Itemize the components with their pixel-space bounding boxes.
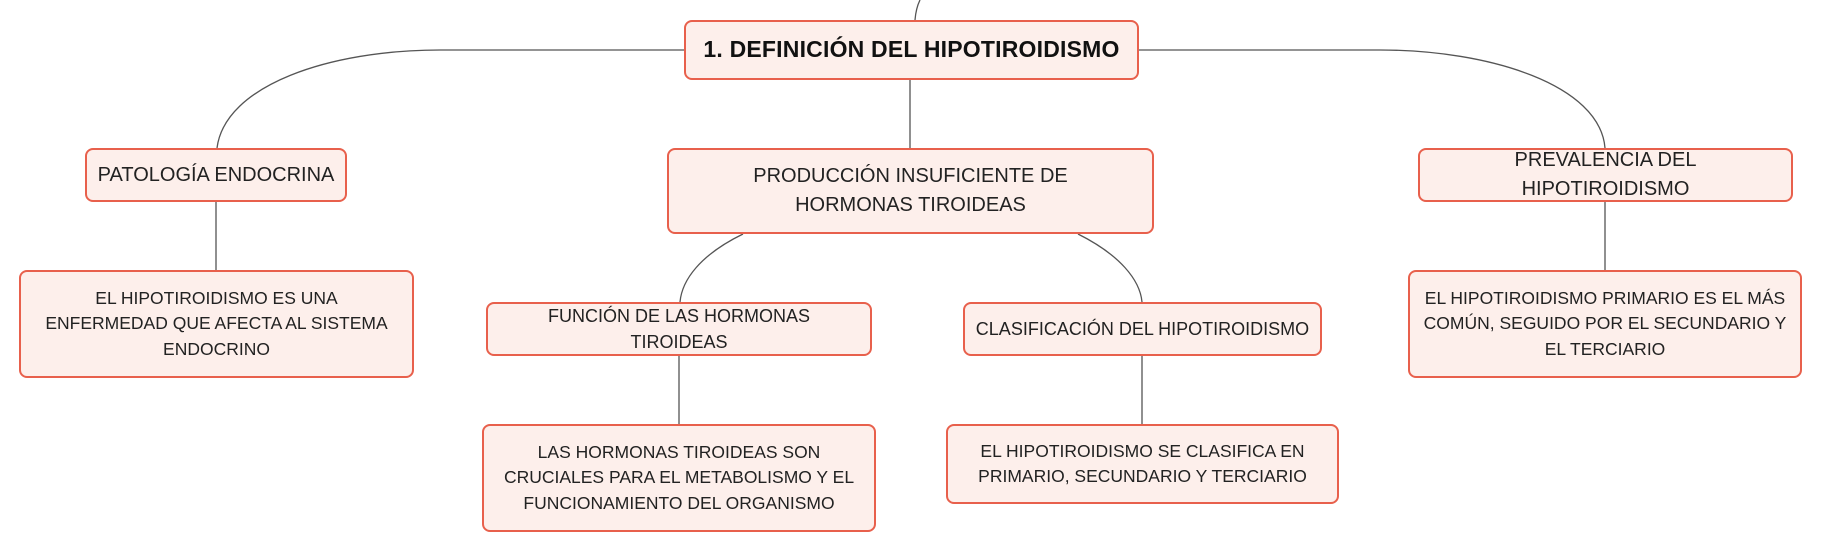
topic-clasificacion[interactable]: CLASIFICACIÓN DEL HIPOTIROIDISMO: [963, 302, 1322, 356]
topic-label: PRODUCCIÓN INSUFICIENTE DE HORMONAS TIRO…: [753, 165, 1068, 216]
detail-enfermedad-endocrina[interactable]: EL HIPOTIROIDISMO ES UNA ENFERMEDAD QUE …: [19, 270, 414, 378]
topic-label: CLASIFICACIÓN DEL HIPOTIROIDISMO: [975, 318, 1310, 339]
root-topic[interactable]: 1. DEFINICIÓN DEL HIPOTIROIDISMO: [684, 20, 1139, 80]
detail-label: LAS HORMONAS TIROIDEAS SON CRUCIALES PAR…: [503, 441, 855, 513]
topic-label: FUNCIÓN DE LAS HORMONAS TIROIDEAS: [547, 305, 811, 352]
detail-label: EL HIPOTIROIDISMO PRIMARIO ES EL MÁS COM…: [1423, 287, 1787, 359]
topic-prevalencia[interactable]: PREVALENCIA DEL HIPOTIROIDISMO: [1418, 148, 1793, 202]
topic-funcion-hormonas[interactable]: FUNCIÓN DE LAS HORMONAS TIROIDEAS: [486, 302, 872, 356]
detail-label: EL HIPOTIROIDISMO SE CLASIFICA EN PRIMAR…: [978, 440, 1307, 486]
topic-label: PREVALENCIA DEL HIPOTIROIDISMO: [1514, 149, 1697, 200]
detail-prevalencia[interactable]: EL HIPOTIROIDISMO PRIMARIO ES EL MÁS COM…: [1408, 270, 1802, 378]
connector-root-left: [216, 49, 685, 149]
connector-center-subleft: [679, 233, 744, 303]
topic-patologia-endocrina[interactable]: PATOLOGÍA ENDOCRINA: [85, 148, 347, 202]
topic-produccion-insuficiente[interactable]: PRODUCCIÓN INSUFICIENTE DE HORMONAS TIRO…: [667, 148, 1154, 234]
detail-hormonas-cruciales[interactable]: LAS HORMONAS TIROIDEAS SON CRUCIALES PAR…: [482, 424, 876, 532]
connector-root-parent: [914, 0, 921, 21]
topic-label: PATOLOGÍA ENDOCRINA: [97, 163, 335, 186]
detail-label: EL HIPOTIROIDISMO ES UNA ENFERMEDAD QUE …: [45, 287, 388, 359]
root-topic-label: 1. DEFINICIÓN DEL HIPOTIROIDISMO: [703, 36, 1120, 63]
connector-root-right: [1139, 49, 1606, 149]
connector-center-subright: [1077, 233, 1143, 303]
detail-clasificacion[interactable]: EL HIPOTIROIDISMO SE CLASIFICA EN PRIMAR…: [946, 424, 1339, 504]
